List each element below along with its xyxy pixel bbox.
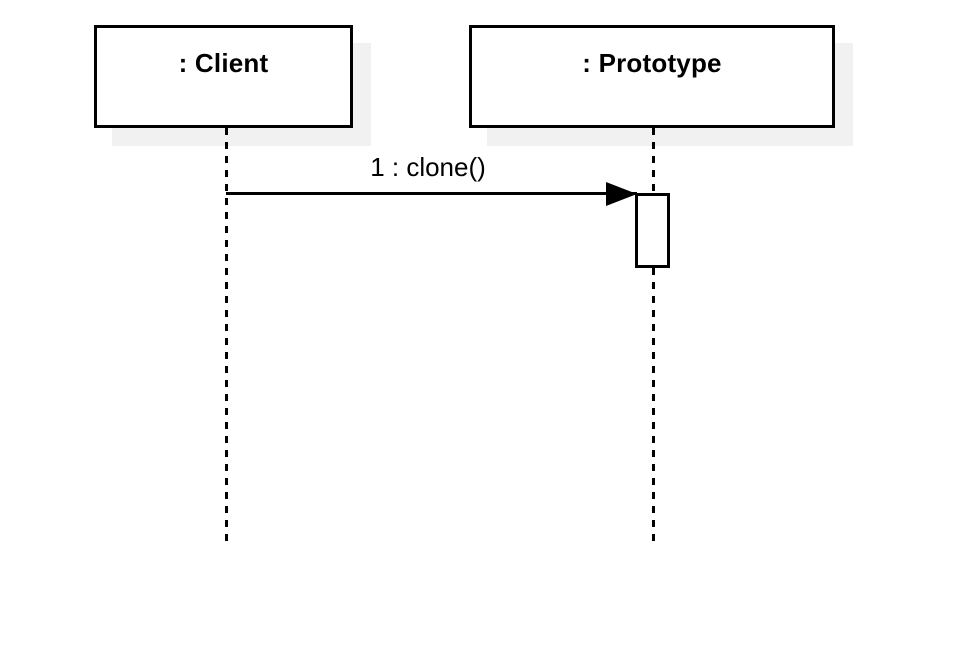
lifeline-label-prototype: : Prototype [582, 48, 722, 78]
activation-bar-prototype[interactable] [635, 193, 670, 268]
lifeline-stem-client [225, 128, 228, 545]
lifeline-head-prototype[interactable]: : Prototype [469, 25, 835, 128]
message-arrowhead-clone [606, 182, 637, 206]
lifeline-stem-prototype [652, 128, 655, 545]
lifeline-label-client: : Client [178, 48, 269, 78]
message-label-clone: 1 : clone() [370, 152, 486, 182]
message-line-clone[interactable] [226, 192, 637, 195]
lifeline-head-client[interactable]: : Client [94, 25, 353, 128]
